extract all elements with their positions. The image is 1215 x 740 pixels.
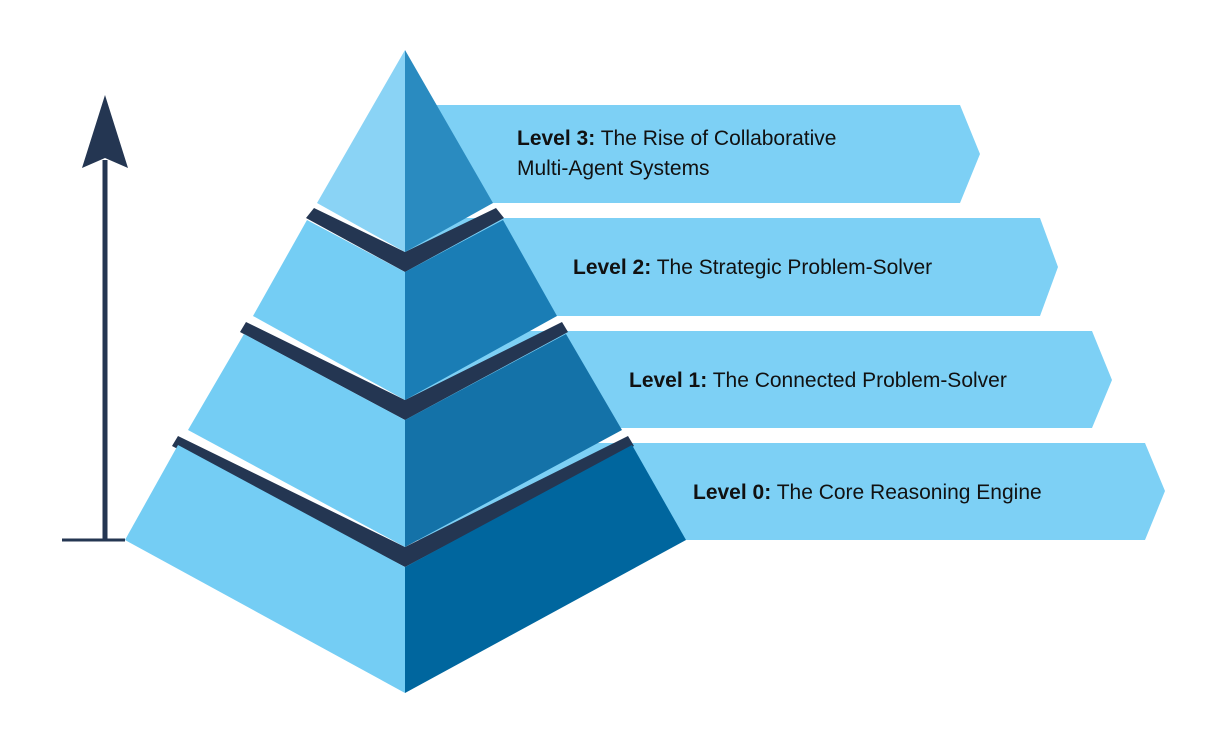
level-1-text: The Connected Problem-Solver <box>713 369 1007 392</box>
level-1-title: Level 1: <box>629 369 707 392</box>
pyramid-tier-2 <box>253 208 557 400</box>
level-3-title: Level 3: <box>517 127 595 150</box>
banner-level-3 <box>405 105 980 203</box>
level-1-label: Level 1: The Connected Problem-Solver <box>629 369 1007 392</box>
pyramid-tier-0 <box>125 436 686 693</box>
pyramid-tier-3 <box>317 50 493 252</box>
level-0-text: The Core Reasoning Engine <box>777 481 1042 504</box>
level-3-label-line2: Multi-Agent Systems <box>517 157 710 180</box>
level-0-title: Level 0: <box>693 481 771 504</box>
level-2-title: Level 2: <box>573 256 651 279</box>
up-arrow-icon <box>62 95 128 542</box>
pyramid-tier-1 <box>188 322 622 547</box>
level-3-label: Level 3: The Rise of Collaborative <box>517 127 836 150</box>
level-3-text: The Rise of Collaborative <box>601 127 837 150</box>
level-0-label: Level 0: The Core Reasoning Engine <box>693 481 1042 504</box>
level-2-label: Level 2: The Strategic Problem-Solver <box>573 256 932 279</box>
banner-level-2 <box>405 218 1058 316</box>
level-2-text: The Strategic Problem-Solver <box>657 256 932 279</box>
